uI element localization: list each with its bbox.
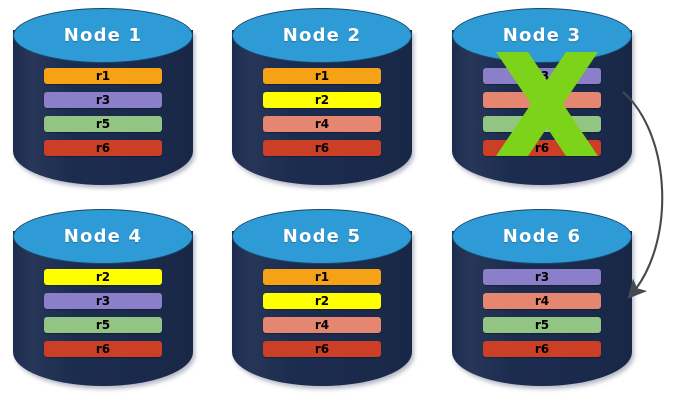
record-bar[interactable]: r4 xyxy=(263,116,381,132)
record-bar[interactable]: r4 xyxy=(483,293,601,309)
node-4-record-list: r2 r3 r5 r6 xyxy=(44,269,162,357)
record-bar[interactable]: r5 xyxy=(44,116,162,132)
record-bar[interactable]: r6 xyxy=(263,341,381,357)
node-3-record-list: r3 r4 r5 r6 xyxy=(483,68,601,156)
node-3[interactable]: r3 r4 r5 r6 Node 3 xyxy=(452,8,632,185)
record-label: r4 xyxy=(534,93,550,107)
node-5-record-list: r1 r2 r4 r6 xyxy=(263,269,381,357)
record-label: r2 xyxy=(314,294,330,308)
record-bar[interactable]: r1 xyxy=(44,68,162,84)
record-label: r6 xyxy=(95,342,111,356)
record-bar[interactable]: r6 xyxy=(44,140,162,156)
record-bar[interactable]: r5 xyxy=(44,317,162,333)
record-bar[interactable]: r6 xyxy=(263,140,381,156)
record-label: r2 xyxy=(314,93,330,107)
node-2-title: Node 2 xyxy=(282,25,362,46)
record-label: r6 xyxy=(314,141,330,155)
record-bar[interactable]: r1 xyxy=(263,68,381,84)
record-bar[interactable]: r3 xyxy=(44,92,162,108)
node-1[interactable]: r1 r3 r5 r6 Node 1 xyxy=(13,8,193,185)
node-2-top-disc xyxy=(232,8,412,63)
node-5-title: Node 5 xyxy=(282,226,362,247)
record-bar[interactable]: r3 xyxy=(44,293,162,309)
record-bar[interactable]: r6 xyxy=(44,341,162,357)
record-bar[interactable]: r3 xyxy=(483,68,601,84)
record-label: r1 xyxy=(314,270,330,284)
node-3-title: Node 3 xyxy=(502,25,582,46)
record-label: r2 xyxy=(95,270,111,284)
record-bar[interactable]: r5 xyxy=(483,317,601,333)
record-label: r6 xyxy=(534,141,550,155)
record-label: r3 xyxy=(95,93,111,107)
node-4-title: Node 4 xyxy=(63,226,143,247)
record-bar[interactable]: r6 xyxy=(483,341,601,357)
node-6-top-disc xyxy=(452,209,632,264)
node-5[interactable]: r1 r2 r4 r6 Node 5 xyxy=(232,209,412,386)
record-bar[interactable]: r1 xyxy=(263,269,381,285)
record-label: r6 xyxy=(314,342,330,356)
record-label: r3 xyxy=(534,270,550,284)
record-label: r5 xyxy=(95,318,111,332)
record-bar[interactable]: r5 xyxy=(483,116,601,132)
record-label: r5 xyxy=(534,318,550,332)
node-5-top-disc xyxy=(232,209,412,264)
record-label: r4 xyxy=(314,117,330,131)
record-label: r4 xyxy=(534,294,550,308)
record-label: r5 xyxy=(534,117,550,131)
node-2-record-list: r1 r2 r4 r6 xyxy=(263,68,381,156)
node-4-top-disc xyxy=(13,209,193,264)
record-bar[interactable]: r6 xyxy=(483,140,601,156)
record-label: r3 xyxy=(95,294,111,308)
node-4[interactable]: r2 r3 r5 r6 Node 4 xyxy=(13,209,193,386)
record-bar[interactable]: r2 xyxy=(263,293,381,309)
record-label: r4 xyxy=(314,318,330,332)
node-1-top-disc xyxy=(13,8,193,63)
node-1-title: Node 1 xyxy=(63,25,143,46)
node-6[interactable]: r3 r4 r5 r6 Node 6 xyxy=(452,209,632,386)
record-bar[interactable]: r4 xyxy=(263,317,381,333)
node-1-record-list: r1 r3 r5 r6 xyxy=(44,68,162,156)
node-6-record-list: r3 r4 r5 r6 xyxy=(483,269,601,357)
record-label: r1 xyxy=(314,69,330,83)
record-label: r3 xyxy=(534,69,550,83)
node-2[interactable]: r1 r2 r4 r6 Node 2 xyxy=(232,8,412,185)
record-label: r6 xyxy=(534,342,550,356)
record-label: r6 xyxy=(95,141,111,155)
node-6-title: Node 6 xyxy=(502,226,582,247)
record-bar[interactable]: r3 xyxy=(483,269,601,285)
record-label: r5 xyxy=(95,117,111,131)
record-bar[interactable]: r4 xyxy=(483,92,601,108)
record-bar[interactable]: r2 xyxy=(44,269,162,285)
record-label: r1 xyxy=(95,69,111,83)
record-bar[interactable]: r2 xyxy=(263,92,381,108)
